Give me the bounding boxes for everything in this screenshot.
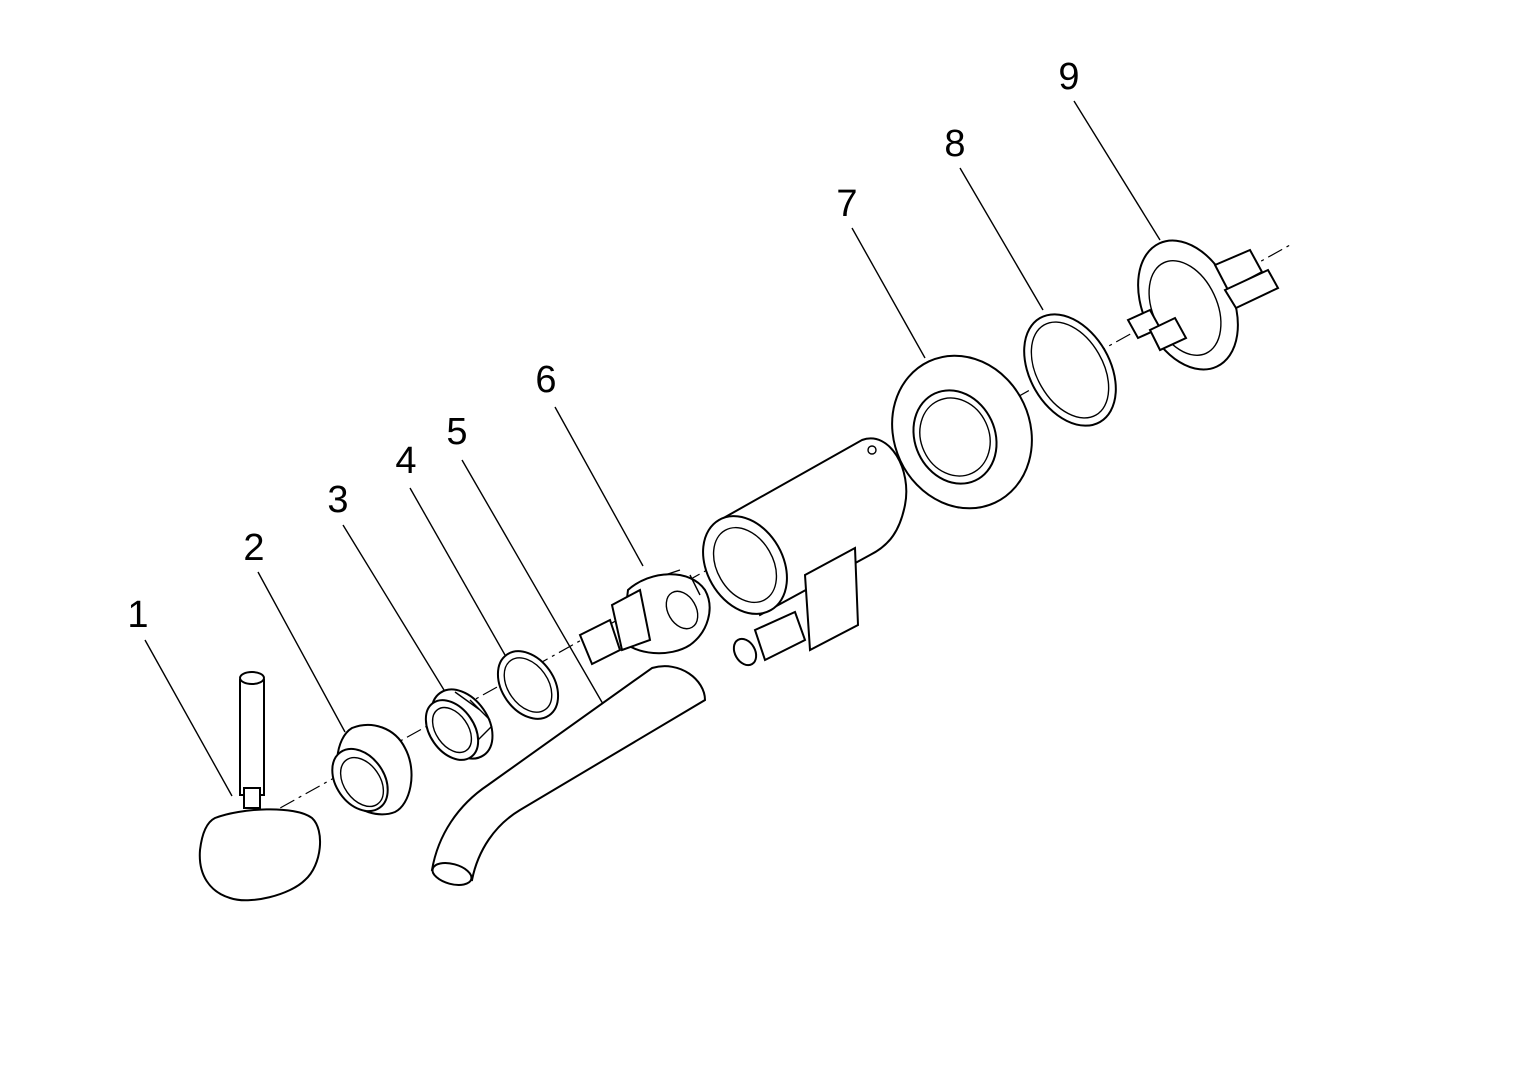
leader-line-7	[851, 227, 926, 359]
callout-numbers: 1 2 3 4 5 6 7 8 9	[127, 56, 1079, 636]
callout-2: 2	[243, 527, 264, 569]
leader-lines	[144, 100, 1161, 797]
gasket-ring-icon	[1023, 313, 1117, 427]
callout-7: 7	[836, 183, 857, 225]
leader-line-6	[554, 406, 644, 567]
leader-line-8	[959, 167, 1044, 311]
o-ring-icon	[496, 650, 560, 720]
callout-9: 9	[1058, 56, 1079, 98]
lever-handle-icon	[198, 671, 322, 902]
valve-housing-icon	[702, 437, 908, 667]
spout-icon	[430, 665, 707, 886]
cartridge-icon	[578, 569, 711, 666]
callout-3: 3	[327, 479, 348, 521]
callout-8: 8	[944, 123, 965, 165]
leader-line-2	[257, 571, 346, 733]
cover-ring-icon	[331, 723, 413, 816]
escutcheon-plate-icon	[891, 354, 1033, 510]
leader-line-5	[461, 459, 604, 705]
mounting-flange-icon	[1126, 239, 1280, 371]
callout-1: 1	[127, 594, 148, 636]
callout-5: 5	[446, 411, 467, 453]
leader-line-1	[144, 639, 233, 797]
leader-line-3	[342, 524, 445, 691]
leader-line-4	[409, 487, 506, 656]
threaded-nut-icon	[424, 688, 494, 761]
callout-6: 6	[535, 359, 556, 401]
callout-4: 4	[395, 440, 416, 482]
leader-line-9	[1073, 100, 1161, 241]
